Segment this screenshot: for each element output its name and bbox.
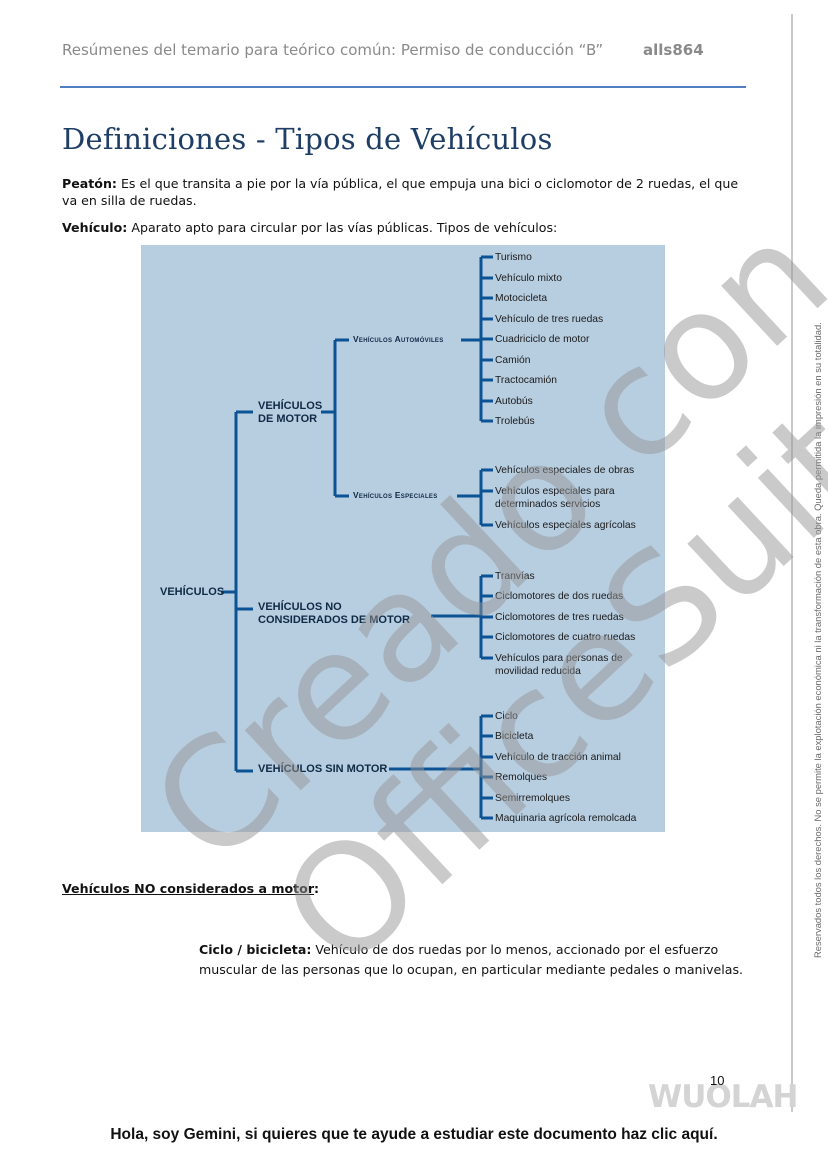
diagram-leaf: Ciclo	[495, 711, 518, 722]
peaton-term: Peatón:	[62, 176, 117, 191]
diagram-connector-lines	[221, 255, 493, 820]
vehicle-types-diagram: VEHÍCULOS VEHÍCULOS DE MOTOR VEHÍCULOS N…	[141, 245, 665, 832]
ciclo-definition: Ciclo / bicicleta: Vehículo de dos rueda…	[199, 940, 759, 980]
section-heading: Vehículos NO considerados a motor:	[62, 881, 319, 896]
ciclo-term: Ciclo / bicicleta:	[199, 942, 312, 957]
side-divider	[791, 14, 793, 1112]
diagram-no-motor-label: VEHÍCULOS NO CONSIDERADOS DE MOTOR	[258, 601, 410, 626]
section-heading-colon: :	[314, 881, 320, 896]
diagram-leaf: Remolques	[495, 772, 548, 783]
peaton-definition: Peatón: Es el que transita a pie por la …	[62, 175, 752, 209]
diagram-leaf: Cuadriciclo de motor	[495, 334, 590, 345]
diagram-especiales-label: Vehículos Especiales	[353, 490, 438, 500]
diagram-leaf: Tranvías	[495, 571, 535, 582]
header-username: alls864	[643, 41, 704, 59]
diagram-leaf: Camión	[495, 355, 531, 366]
wuolah-logo: WUOLAH	[648, 1079, 798, 1115]
diagram-leaf: Trolebús	[495, 416, 535, 427]
diagram-leaf: Motocicleta	[495, 293, 548, 304]
diagram-root-label: VEHÍCULOS	[160, 586, 225, 598]
diagram-automoviles-label: Vehículos Automóviles	[353, 334, 444, 344]
diagram-leaf: Tractocamión	[495, 375, 557, 386]
peaton-text: Es el que transita a pie por la vía públ…	[62, 176, 739, 208]
page-title: Definiciones - Tipos de Vehículos	[62, 122, 553, 156]
diagram-leaf: Vehículo mixto	[495, 273, 562, 284]
diagram-leaf: Maquinaria agrícola remolcada	[495, 813, 637, 824]
rights-notice: Reservados todos los derechos. No se per…	[812, 322, 823, 958]
diagram-leaf: Vehículos para personas de movilidad red…	[495, 653, 623, 677]
diagram-leaf: Bicicleta	[495, 731, 534, 742]
gemini-banner-link[interactable]: Hola, soy Gemini, si quieres que te ayud…	[110, 1126, 718, 1143]
diagram-leaf: Ciclomotores de tres ruedas	[495, 612, 624, 623]
vehiculo-definition: Vehículo: Aparato apto para circular por…	[62, 219, 752, 236]
diagram-leaf: Vehículo de tracción animal	[495, 752, 621, 763]
section-heading-text: Vehículos NO considerados a motor	[62, 881, 315, 896]
diagram-leaf: Ciclomotores de cuatro ruedas	[495, 632, 636, 643]
diagram-leaf: Vehículos especiales de obras	[495, 465, 635, 476]
diagram-leaf: Semirremolques	[495, 793, 570, 804]
diagram-leaf: Vehículos especiales agrícolas	[495, 520, 636, 531]
header-title: Resúmenes del temario para teórico común…	[62, 41, 604, 59]
vehiculo-term: Vehículo:	[62, 220, 128, 235]
page-number: 10	[710, 1073, 725, 1088]
diagram-leaf: Vehículo de tres ruedas	[495, 314, 604, 325]
diagram-leaf: Turismo	[495, 252, 532, 263]
ciclo-text: Vehículo de dos ruedas por lo menos, acc…	[199, 942, 744, 977]
diagram-motor-label: VEHÍCULOS DE MOTOR	[258, 400, 323, 425]
diagram-leaf: Ciclomotores de dos ruedas	[495, 591, 624, 602]
diagram-sin-motor-label: VEHÍCULOS SIN MOTOR	[258, 763, 388, 775]
vehiculo-text: Aparato apto para circular por las vías …	[127, 220, 558, 235]
diagram-leaf: Vehículos especiales para determinados s…	[495, 486, 615, 510]
header-divider	[60, 86, 746, 88]
diagram-leaf: Autobús	[495, 396, 533, 407]
